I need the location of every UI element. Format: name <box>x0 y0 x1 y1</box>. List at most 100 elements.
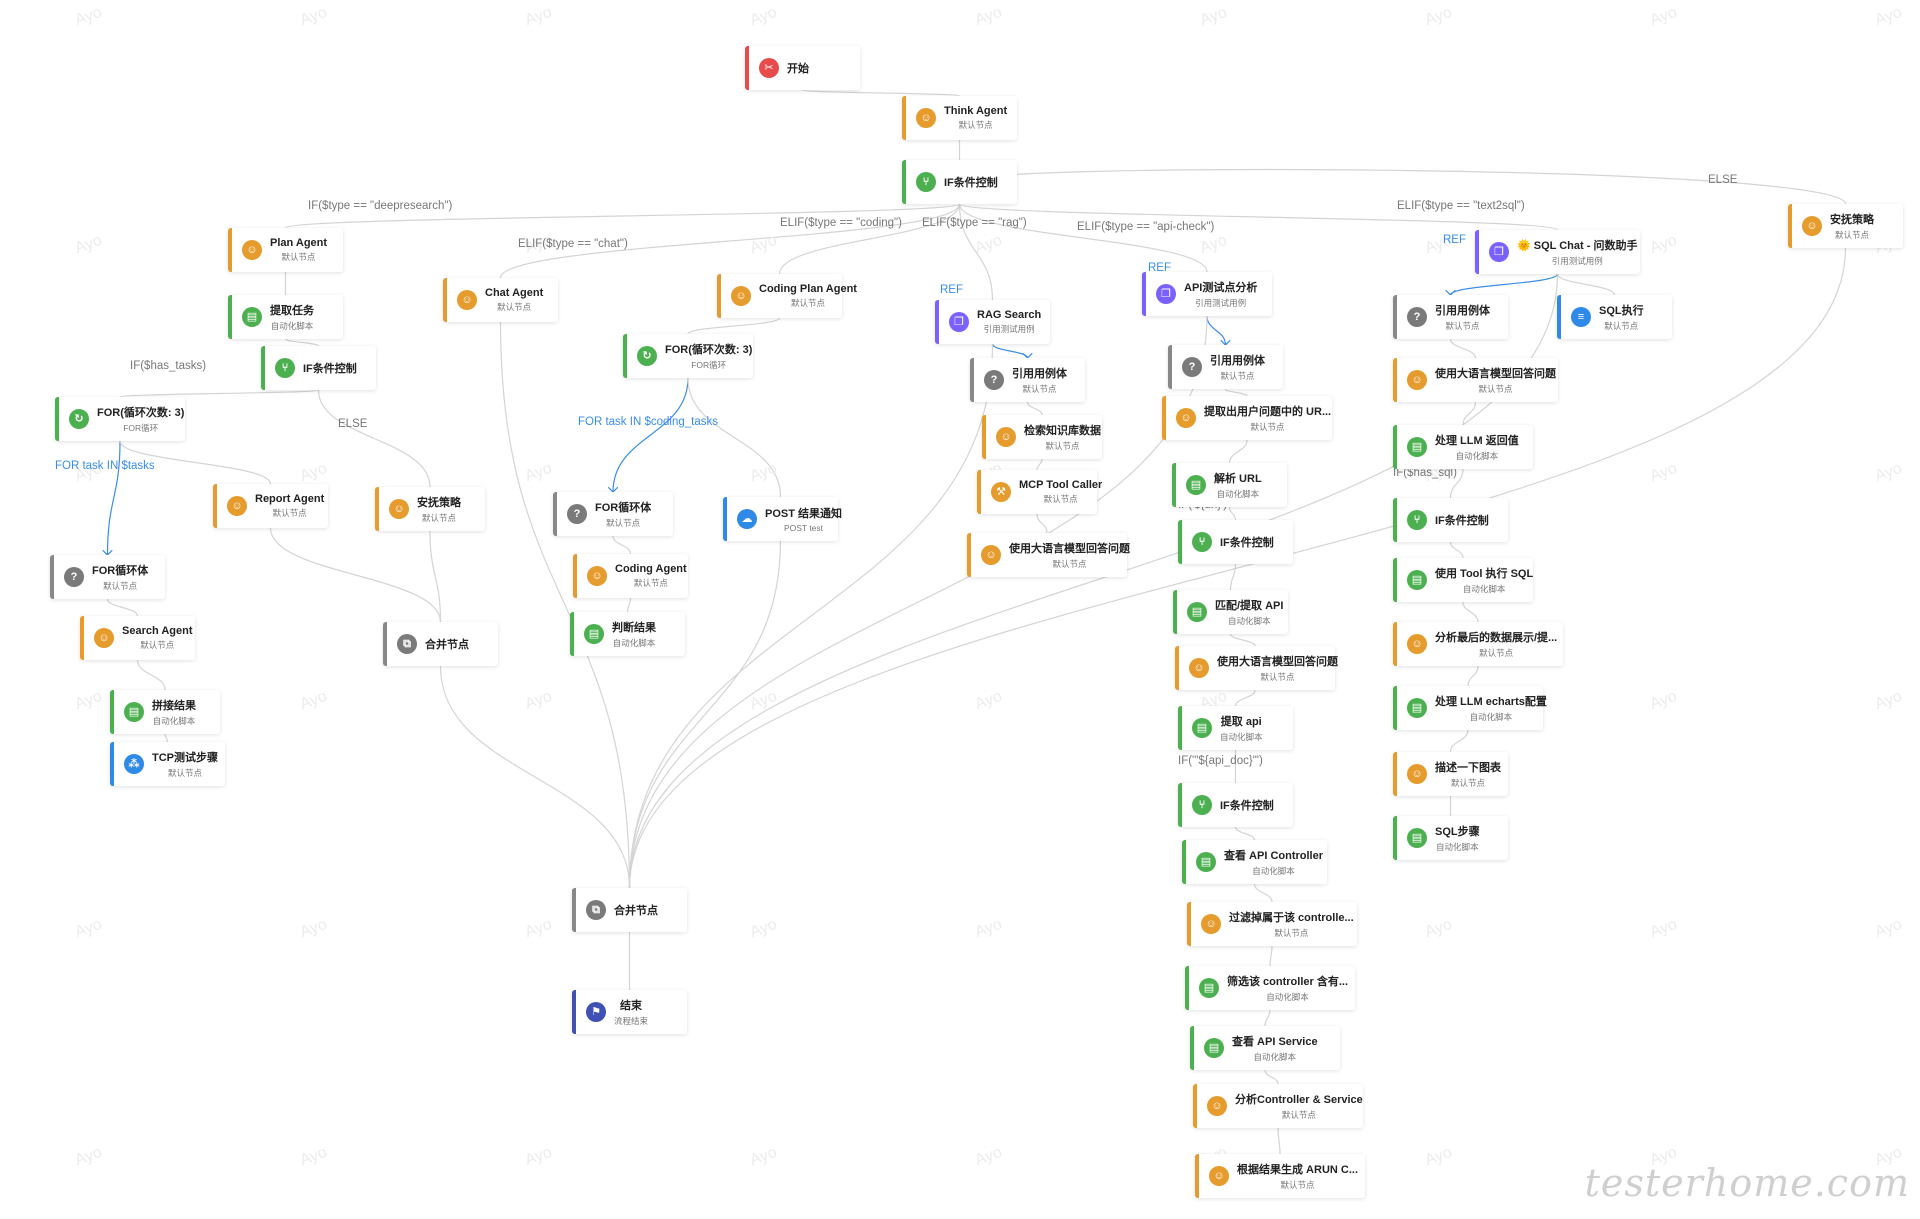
node-merge-left[interactable]: ⧉合并节点 <box>383 622 498 666</box>
question-icon: ? <box>1182 357 1202 377</box>
node-ref-sql[interactable]: ?引用用例体默认节点 <box>1393 295 1508 339</box>
node-subtitle: 自动化脚本 <box>152 716 196 726</box>
node-for-body-left[interactable]: ?FOR循环体默认节点 <box>50 555 165 599</box>
node-for-body-code[interactable]: ?FOR循环体默认节点 <box>553 492 673 536</box>
node-title: 查看 API Controller <box>1224 850 1324 862</box>
node-extract-task[interactable]: ▤提取任务自动化脚本 <box>228 295 343 339</box>
node-if-doc[interactable]: ⑂IF条件控制 <box>1178 783 1293 827</box>
node-gen-arun[interactable]: ☺根据结果生成 ARUN C...默认节点 <box>1195 1154 1365 1198</box>
copy-icon: ❐ <box>1156 284 1176 304</box>
node-describe[interactable]: ☺描述一下图表默认节点 <box>1393 752 1508 796</box>
node-if-sql[interactable]: ⑂IF条件控制 <box>1393 498 1508 542</box>
node-if-tasks[interactable]: ⑂IF条件控制 <box>261 346 376 390</box>
node-subtitle: 默认节点 <box>1250 422 1285 432</box>
node-text: 检索知识库数据默认节点 <box>1024 422 1101 452</box>
node-title: IF条件控制 <box>1220 537 1274 549</box>
node-text: 使用大语言模型回答问题默认节点 <box>1435 365 1556 395</box>
node-subtitle: POST test <box>783 523 824 533</box>
node-comfort-right[interactable]: ☺安抚策略默认节点 <box>1788 204 1903 248</box>
edge-start-think <box>801 89 961 97</box>
node-subtitle: 默认节点 <box>1478 384 1513 394</box>
question-icon: ? <box>984 370 1004 390</box>
node-for-code[interactable]: ↻FOR(循环次数: 3)FOR循环 <box>623 334 753 378</box>
node-text: 分析最后的数据展示/提...默认节点 <box>1435 629 1557 659</box>
node-end[interactable]: ⚑结束流程结束 <box>572 990 687 1034</box>
node-sql-step[interactable]: ▤SQL步骤自动化脚本 <box>1393 816 1508 860</box>
node-sql-exec[interactable]: ≡SQL执行默认节点 <box>1557 295 1672 339</box>
node-handle-llm[interactable]: ▤处理 LLM 返回值自动化脚本 <box>1393 425 1533 469</box>
node-if-main[interactable]: ⑂IF条件控制 <box>902 160 1017 204</box>
node-ref-rag[interactable]: ?引用用例体默认节点 <box>970 358 1085 402</box>
node-text: 筛选该 controller 含有...自动化脚本 <box>1227 973 1348 1003</box>
node-text: 引用用例体默认节点 <box>1210 352 1265 382</box>
edge-label-l-rag: ELIF($type == "rag") <box>922 217 1027 229</box>
node-extract-url[interactable]: ☺提取出用户问题中的 UR...默认节点 <box>1162 396 1332 440</box>
node-judge[interactable]: ▤判断结果自动化脚本 <box>570 612 685 656</box>
node-title: FOR循环体 <box>92 565 149 577</box>
node-llm-sql[interactable]: ☺ 使用大语言模型回答问题默认节点 <box>1393 358 1558 402</box>
node-subtitle: 默认节点 <box>272 508 307 518</box>
node-text: 使用大语言模型回答问题默认节点 <box>1217 653 1338 683</box>
brand-watermark: testerhome.com <box>1584 1161 1910 1205</box>
tool-icon: ⚒ <box>991 482 1011 502</box>
tools-icon: ✂ <box>759 58 779 78</box>
node-subtitle: 默认节点 <box>1045 441 1080 451</box>
node-title: 过滤掉属于该 controlle... <box>1229 912 1354 924</box>
robot-icon: ☺ <box>916 108 936 128</box>
node-kb[interactable]: ☺检索知识库数据默认节点 <box>982 415 1102 459</box>
question-icon: ? <box>64 567 84 587</box>
node-text: 拼接结果自动化脚本 <box>152 697 196 727</box>
node-subtitle: FOR循环 <box>123 423 159 433</box>
node-tcp[interactable]: ⁂TCP测试步骤默认节点 <box>110 742 225 786</box>
node-filter-ctrl[interactable]: ☺过滤掉属于该 controlle...默认节点 <box>1187 902 1357 946</box>
node-ref-api[interactable]: ? 引用用例体默认节点 <box>1168 345 1283 389</box>
node-sql-chat[interactable]: ❐🌞 SQL Chat - 问数助手引用测试用例 <box>1475 230 1640 274</box>
node-subtitle: 自动化脚本 <box>612 638 656 648</box>
node-llm-api[interactable]: ☺使用大语言模型回答问题默认节点 <box>1175 646 1338 690</box>
node-start[interactable]: ✂开始 <box>745 46 860 90</box>
node-llm-rag[interactable]: ☺使用大语言模型回答问题默认节点 <box>967 533 1130 577</box>
node-analyze-data[interactable]: ☺分析最后的数据展示/提...默认节点 <box>1393 622 1563 666</box>
node-title: 处理 LLM echarts配置 <box>1435 696 1547 708</box>
node-title: Report Agent <box>255 493 325 505</box>
node-api-check[interactable]: ❐API测试点分析引用测试用例 <box>1142 272 1272 316</box>
node-for-left[interactable]: ↻FOR(循环次数: 3)FOR循环 <box>55 397 185 441</box>
node-subtitle: 自动化脚本 <box>1252 866 1295 876</box>
node-merge-main[interactable]: ⧉合并节点 <box>572 888 687 932</box>
node-pick-ctrl[interactable]: ▤筛选该 controller 含有...自动化脚本 <box>1185 966 1355 1010</box>
node-if-url[interactable]: ⑂IF条件控制 <box>1178 520 1293 564</box>
node-title: 描述一下图表 <box>1435 762 1501 774</box>
node-comfort-left[interactable]: ☺安抚策略默认节点 <box>375 487 485 531</box>
robot-icon: ☺ <box>1407 370 1427 390</box>
node-subtitle: 流程结束 <box>614 1016 649 1026</box>
node-concat[interactable]: ▤拼接结果自动化脚本 <box>110 690 220 734</box>
robot-icon: ☺ <box>1176 408 1196 428</box>
node-title: TCP测试步骤 <box>152 752 218 764</box>
node-subtitle: 自动化脚本 <box>270 321 314 331</box>
node-subtitle: 默认节点 <box>1280 1180 1315 1190</box>
node-echarts[interactable]: ▤处理 LLM echarts配置自动化脚本 <box>1393 686 1547 730</box>
